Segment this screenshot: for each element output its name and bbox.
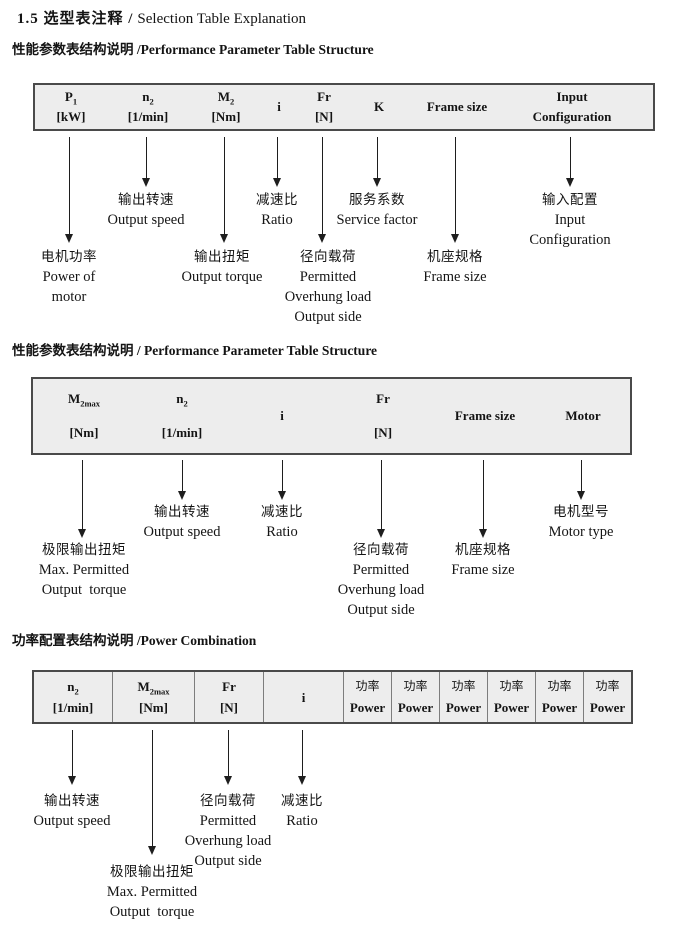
down-arrow-icon [77,460,87,538]
column-header-power-2: 功率 Power [392,672,440,722]
section3-header-table: n2 [1/min] M2max [Nm] Fr [N] i 功率 Power … [32,670,633,724]
page-title: 1.5 选型表注释 /Selection Table Explanation [17,7,306,28]
page-title-en: Selection Table Explanation [137,11,307,27]
callout-overhung-load: 径向载荷 Permitted Overhung load Output side [184,793,272,869]
callout-frame-size: 机座规格 Frame size [451,542,515,578]
column-header-power-1: 功率 Power [344,672,392,722]
column-header-frame-size: Frame size [426,99,488,114]
column-header-fr: Fr [N] [195,672,264,722]
column-header-fr: Fr [N] [314,89,334,124]
page-title-zh: 1.5 选型表注释 / [17,11,134,27]
column-header-i: i [277,99,281,114]
down-arrow-icon [576,460,586,500]
down-arrow-icon [219,137,229,243]
callout-output-speed: 输出转速 Output speed [33,793,111,829]
down-arrow-icon [67,730,77,785]
callout-overhung-load: 径向载荷 Permitted Overhung load Output side [337,542,425,618]
down-arrow-icon [317,137,327,243]
down-arrow-icon [478,460,488,538]
callout-input-configuration: 输入配置 Input Configuration [529,192,611,248]
down-arrow-icon [450,137,460,243]
callout-output-speed: 输出转速 Output speed [107,192,185,228]
down-arrow-icon [64,137,74,243]
column-header-i: i [280,408,284,423]
column-header-m2max: M2max [Nm] [113,672,195,722]
callout-output-speed: 输出转速 Output speed [143,504,221,540]
down-arrow-icon [372,137,382,187]
callout-max-output-torque: 极限输出扭矩 Max. Permitted Output torque [106,864,198,920]
column-header-power-5: 功率 Power [536,672,584,722]
column-header-n2: n2 [1/min] [34,672,113,722]
callout-max-output-torque: 极限输出扭矩 Max. Permitted Output torque [38,542,130,598]
column-header-power-3: 功率 Power [440,672,488,722]
down-arrow-icon [297,730,307,785]
column-header-power-6: 功率 Power [589,679,626,715]
callout-output-torque: 输出扭矩 Output torque [181,249,263,285]
column-header-frame-size: Frame size [454,408,516,423]
callout-ratio: 减速比 Ratio [256,192,298,228]
section1-heading: 性能参数表结构说明 /Performance Parameter Table S… [12,42,374,57]
column-header-input-configuration: Input Configuration [532,89,612,124]
column-header-m2max: M2max [Nm] [67,391,101,440]
down-arrow-icon [177,460,187,500]
callout-ratio: 减速比 Ratio [281,793,323,829]
down-arrow-icon [565,137,575,187]
section2-header-table: M2max [Nm] n2 [1/min] i Fr [N] Frame siz… [31,377,632,455]
section2-heading: 性能参数表结构说明 / Performance Parameter Table … [12,343,378,358]
down-arrow-icon [272,137,282,187]
section3-heading: 功率配置表结构说明 /Power Combination [12,633,257,648]
callout-frame-size: 机座规格 Frame size [423,249,487,285]
callout-ratio: 减速比 Ratio [261,504,303,540]
down-arrow-icon [223,730,233,785]
column-header-p1: P1 [kW] [56,89,86,124]
section1-header-table: P1 [kW] n2 [1/min] M2 [Nm] i Fr [N] K Fr… [33,83,655,131]
down-arrow-icon [277,460,287,500]
column-header-i: i [264,672,344,722]
down-arrow-icon [376,460,386,538]
column-header-power-4: 功率 Power [488,672,536,722]
column-header-m2: M2 [Nm] [211,89,241,124]
column-header-fr: Fr [N] [373,391,393,440]
down-arrow-icon [141,137,151,187]
callout-motor-type: 电机型号 Motor type [548,504,614,540]
callout-service-factor: 服务系数 Service factor [336,192,418,228]
column-header-n2: n2 [1/min] [161,391,203,440]
column-header-motor: Motor [565,408,601,423]
down-arrow-icon [147,730,157,855]
callout-overhung-load: 径向载荷 Permitted Overhung load Output side [284,249,372,325]
column-header-k: K [373,99,385,114]
column-header-n2: n2 [1/min] [127,89,169,124]
callout-power-of-motor: 电机功率 Power of motor [41,249,97,305]
